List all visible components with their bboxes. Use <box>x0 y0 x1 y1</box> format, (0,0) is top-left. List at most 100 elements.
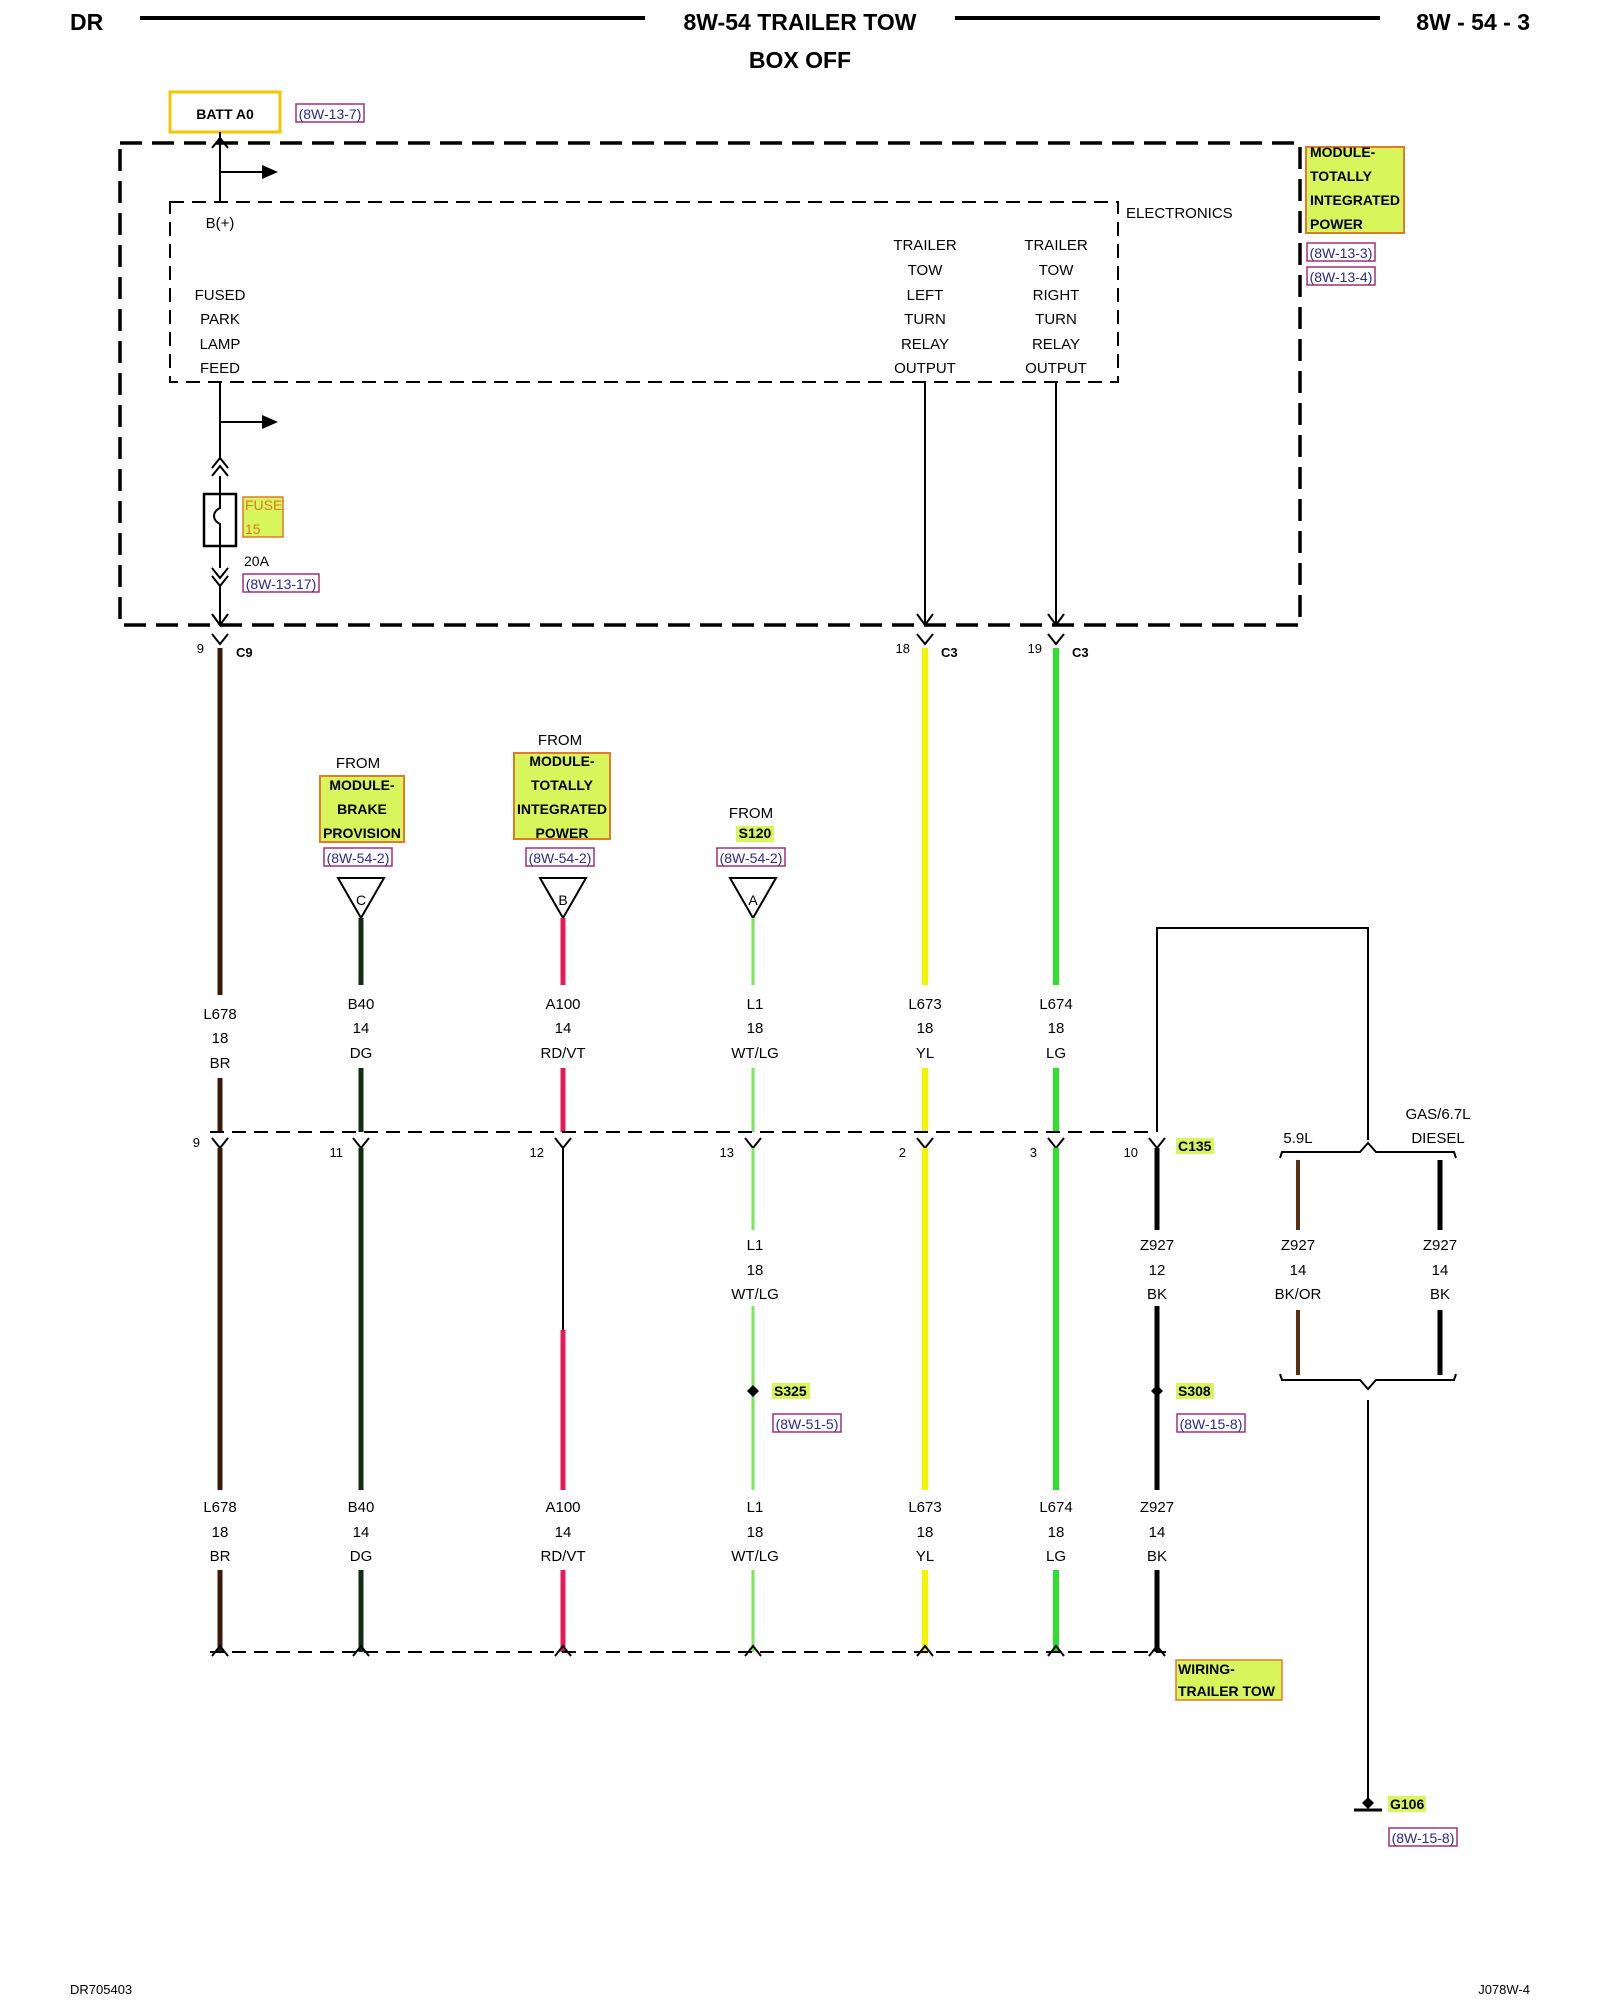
lower-z927-gauge: 14 <box>1149 1524 1166 1541</box>
engine-option-59l: 5.9L <box>1283 1130 1312 1147</box>
lower-b40-color: DG <box>350 1548 373 1565</box>
svg-text:FUSED: FUSED <box>195 287 246 304</box>
wire-z927-12-circuit: Z927 <box>1140 1237 1174 1254</box>
svg-text:PARK: PARK <box>200 311 240 328</box>
c9-label: C9 <box>236 645 253 660</box>
svg-text:TRAILER: TRAILER <box>1024 237 1088 254</box>
source-brake-ref[interactable]: (8W-54-2) <box>327 850 390 866</box>
wire-l1-color: WT/LG <box>731 1045 779 1062</box>
svg-text:MODULE-: MODULE- <box>529 753 595 769</box>
wire-l674-gauge: 18 <box>1048 1020 1065 1037</box>
turn-outputs-internal <box>916 382 1065 627</box>
fuse-rating: 20A <box>244 553 270 569</box>
lower-l678-color: BR <box>210 1548 231 1565</box>
svg-text:TOW: TOW <box>1039 262 1075 279</box>
svg-text:TOW: TOW <box>908 262 944 279</box>
batt-ref[interactable]: (8W-13-7) <box>299 106 362 122</box>
svg-text:RELAY: RELAY <box>901 336 949 353</box>
wire-l673-color: YL <box>916 1045 934 1062</box>
bplus-feed: B(+) <box>206 132 278 232</box>
trailer-tow-connector: WIRING- TRAILER TOW <box>210 1644 1283 1701</box>
wire-l678-gauge: 18 <box>212 1030 229 1047</box>
wire-labels-upper: L678 18 BR B40 14 DG A100 14 RD/VT L1 18… <box>203 996 1072 1072</box>
tipm-line-1: MODULE- <box>1310 144 1376 160</box>
svg-text:FROM: FROM <box>729 805 773 822</box>
lower-l1-gauge: 18 <box>747 1524 764 1541</box>
lower-a100-circuit: A100 <box>545 1499 580 1516</box>
left-turn-output-label: TRAILER TOW LEFT TURN RELAY OUTPUT <box>893 237 957 377</box>
tipm-line-4: POWER <box>1310 216 1363 232</box>
batt-label: BATT A0 <box>196 106 254 122</box>
splice-s325: S325 (8W-51-5) <box>747 1383 842 1433</box>
wire-z927-bk-gauge: 14 <box>1432 1262 1449 1279</box>
header-page-number: 8W - 54 - 3 <box>1416 9 1530 35</box>
wire-l1-mid-circuit: L1 <box>747 1237 764 1254</box>
wire-z927-bk-color: BK <box>1430 1286 1450 1303</box>
lower-b40-gauge: 14 <box>353 1524 370 1541</box>
wire-l1-gauge: 18 <box>747 1020 764 1037</box>
wire-l678-circuit: L678 <box>203 1006 236 1023</box>
lower-a100-color: RD/VT <box>541 1548 586 1565</box>
header-subtitle: BOX OFF <box>749 47 851 73</box>
svg-text:FEED: FEED <box>200 360 240 377</box>
lower-l674-circuit: L674 <box>1039 1499 1072 1516</box>
engine-option-gas-line2: DIESEL <box>1411 1130 1464 1147</box>
fused-park-lamp-feed-label: FUSED PARK LAMP FEED <box>195 287 246 377</box>
wire-l1-circuit: L1 <box>747 996 764 1013</box>
wire-b40-circuit: B40 <box>348 996 375 1013</box>
source-letter-a: A <box>748 892 758 908</box>
c135-pin-10: 10 <box>1124 1145 1138 1160</box>
svg-text:S120: S120 <box>739 825 772 841</box>
lower-l674-color: LG <box>1046 1548 1066 1565</box>
wire-segments-upper <box>217 648 1059 995</box>
svg-text:PROVISION: PROVISION <box>323 825 401 841</box>
wire-a100-color: RD/VT <box>541 1045 586 1062</box>
ground-g106-ref[interactable]: (8W-15-8) <box>1392 1830 1455 1846</box>
lower-l673-gauge: 18 <box>917 1524 934 1541</box>
svg-text:MODULE-: MODULE- <box>329 777 395 793</box>
lower-z927-color: BK <box>1147 1548 1167 1565</box>
splice-s325-ref[interactable]: (8W-51-5) <box>776 1416 839 1432</box>
splice-s325-label: S325 <box>774 1383 807 1399</box>
lower-z927-circuit: Z927 <box>1140 1499 1174 1516</box>
wire-l674-color: LG <box>1046 1045 1066 1062</box>
wire-l1-mid-color: WT/LG <box>731 1286 779 1303</box>
footer-right: J078W-4 <box>1478 1982 1530 1997</box>
source-s120-ref[interactable]: (8W-54-2) <box>720 850 783 866</box>
svg-text:FROM: FROM <box>336 755 380 772</box>
svg-text:POWER: POWER <box>536 825 589 841</box>
svg-text:FROM: FROM <box>538 732 582 749</box>
tipm-ref-1[interactable]: (8W-13-3) <box>1310 245 1373 261</box>
wire-a100-gauge: 14 <box>555 1020 572 1037</box>
svg-text:TRAILER: TRAILER <box>893 237 957 254</box>
c3-pin-19: 19 <box>1028 641 1042 656</box>
svg-text:INTEGRATED: INTEGRATED <box>517 801 607 817</box>
header-title: 8W-54 TRAILER TOW <box>684 9 917 35</box>
fuse-number: 15 <box>245 521 261 537</box>
c3-label-right: C3 <box>1072 645 1089 660</box>
splice-s308: S308 (8W-15-8) <box>1151 1383 1246 1433</box>
c135-connector: 9 11 12 13 2 3 10 C135 <box>193 1131 1214 1160</box>
splice-s308-ref[interactable]: (8W-15-8) <box>1180 1416 1243 1432</box>
header-left: DR <box>70 9 104 35</box>
source-tipm-ref[interactable]: (8W-54-2) <box>529 850 592 866</box>
svg-text:RIGHT: RIGHT <box>1033 287 1080 304</box>
wire-b40-gauge: 14 <box>353 1020 370 1037</box>
wire-z927-bk-circuit: Z927 <box>1423 1237 1457 1254</box>
svg-text:RELAY: RELAY <box>1032 336 1080 353</box>
lower-l673-color: YL <box>916 1548 934 1565</box>
lower-l678-circuit: L678 <box>203 1499 236 1516</box>
splice-s308-label: S308 <box>1178 1383 1211 1399</box>
c135-label: C135 <box>1178 1138 1212 1154</box>
bplus-label: B(+) <box>206 215 235 232</box>
tipm-ref-2[interactable]: (8W-13-4) <box>1310 269 1373 285</box>
svg-text:TURN: TURN <box>1035 311 1077 328</box>
wire-z927-bkor-circuit: Z927 <box>1281 1237 1315 1254</box>
fuse-ref[interactable]: (8W-13-17) <box>246 576 317 592</box>
svg-text:OUTPUT: OUTPUT <box>894 360 956 377</box>
c9-pin: 9 <box>197 641 204 656</box>
lower-l1-circuit: L1 <box>747 1499 764 1516</box>
wire-l678-color: BR <box>210 1055 231 1072</box>
c135-pin-3: 3 <box>1030 1145 1037 1160</box>
tipm-module-boundary <box>118 141 1302 627</box>
